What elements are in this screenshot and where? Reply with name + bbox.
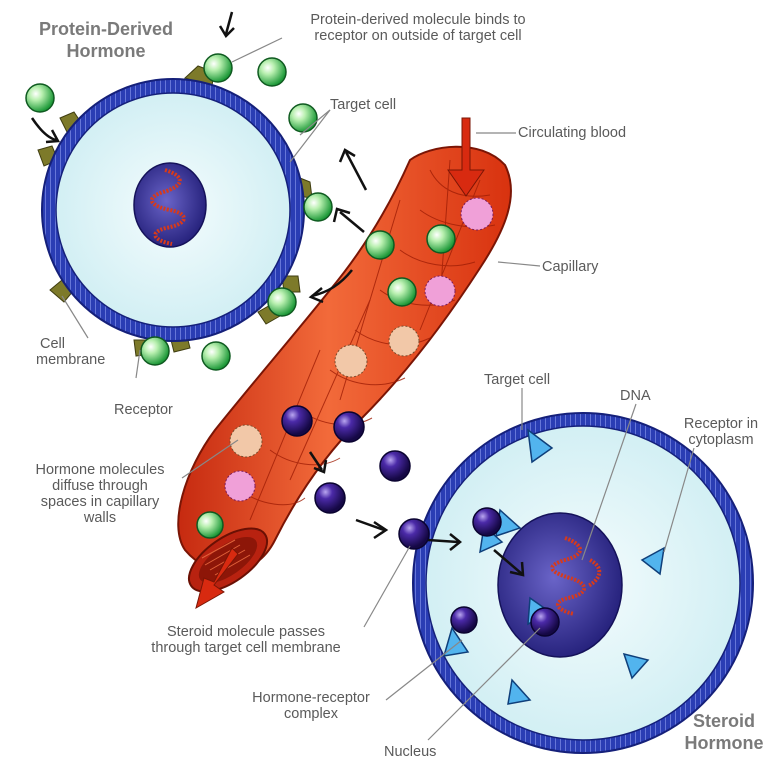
label-target-cell-bottom: Target cell: [484, 372, 550, 388]
label-steroid-passes-line1: Steroid molecule passes: [128, 624, 364, 640]
label-receptor-cytoplasm: Receptor in cytoplasm: [676, 416, 766, 448]
label-nucleus: Nucleus: [384, 744, 436, 760]
protein-title: Protein-Derived Hormone: [18, 18, 194, 62]
label-hormone-receptor-line1: Hormone-receptor: [236, 690, 386, 706]
steroid-title-line1: Steroid: [676, 710, 772, 732]
label-receptor-cytoplasm-line2: cytoplasm: [676, 432, 766, 448]
label-target-cell-top: Target cell: [330, 97, 396, 113]
label-cell-membrane-line2: membrane: [36, 352, 105, 368]
label-protein-binds-line1: Protein-derived molecule binds to: [282, 12, 554, 28]
label-dna: DNA: [620, 388, 651, 404]
label-steroid-passes: Steroid molecule passes through target c…: [128, 624, 364, 656]
label-steroid-passes-line2: through target cell membrane: [128, 640, 364, 656]
label-diffuse-line1: Hormone molecules: [14, 462, 186, 478]
label-receptor: Receptor: [114, 402, 173, 418]
label-cell-membrane-line1: Cell: [36, 336, 105, 352]
label-diffuse-line2: diffuse through: [14, 478, 186, 494]
label-receptor-cytoplasm-line1: Receptor in: [676, 416, 766, 432]
protein-target-cell: [38, 66, 312, 356]
label-diffuse-line3: spaces in capillary: [14, 494, 186, 510]
label-protein-binds-line2: receptor on outside of target cell: [282, 28, 554, 44]
label-cell-membrane: Cell membrane: [36, 336, 105, 368]
label-hormone-receptor-line2: complex: [236, 706, 386, 722]
label-circulating-blood: Circulating blood: [518, 125, 626, 141]
steroid-title: Steroid Hormone: [676, 710, 772, 754]
steroid-title-line2: Hormone: [676, 732, 772, 754]
label-diffuse-line4: walls: [14, 510, 186, 526]
label-diffuse: Hormone molecules diffuse through spaces…: [14, 462, 186, 526]
steroid-target-cell: [413, 413, 753, 753]
protein-title-line2: Hormone: [18, 40, 194, 62]
label-hormone-receptor: Hormone-receptor complex: [236, 690, 386, 722]
label-capillary: Capillary: [542, 259, 598, 275]
label-protein-binds: Protein-derived molecule binds to recept…: [282, 12, 554, 44]
protein-title-line1: Protein-Derived: [18, 18, 194, 40]
